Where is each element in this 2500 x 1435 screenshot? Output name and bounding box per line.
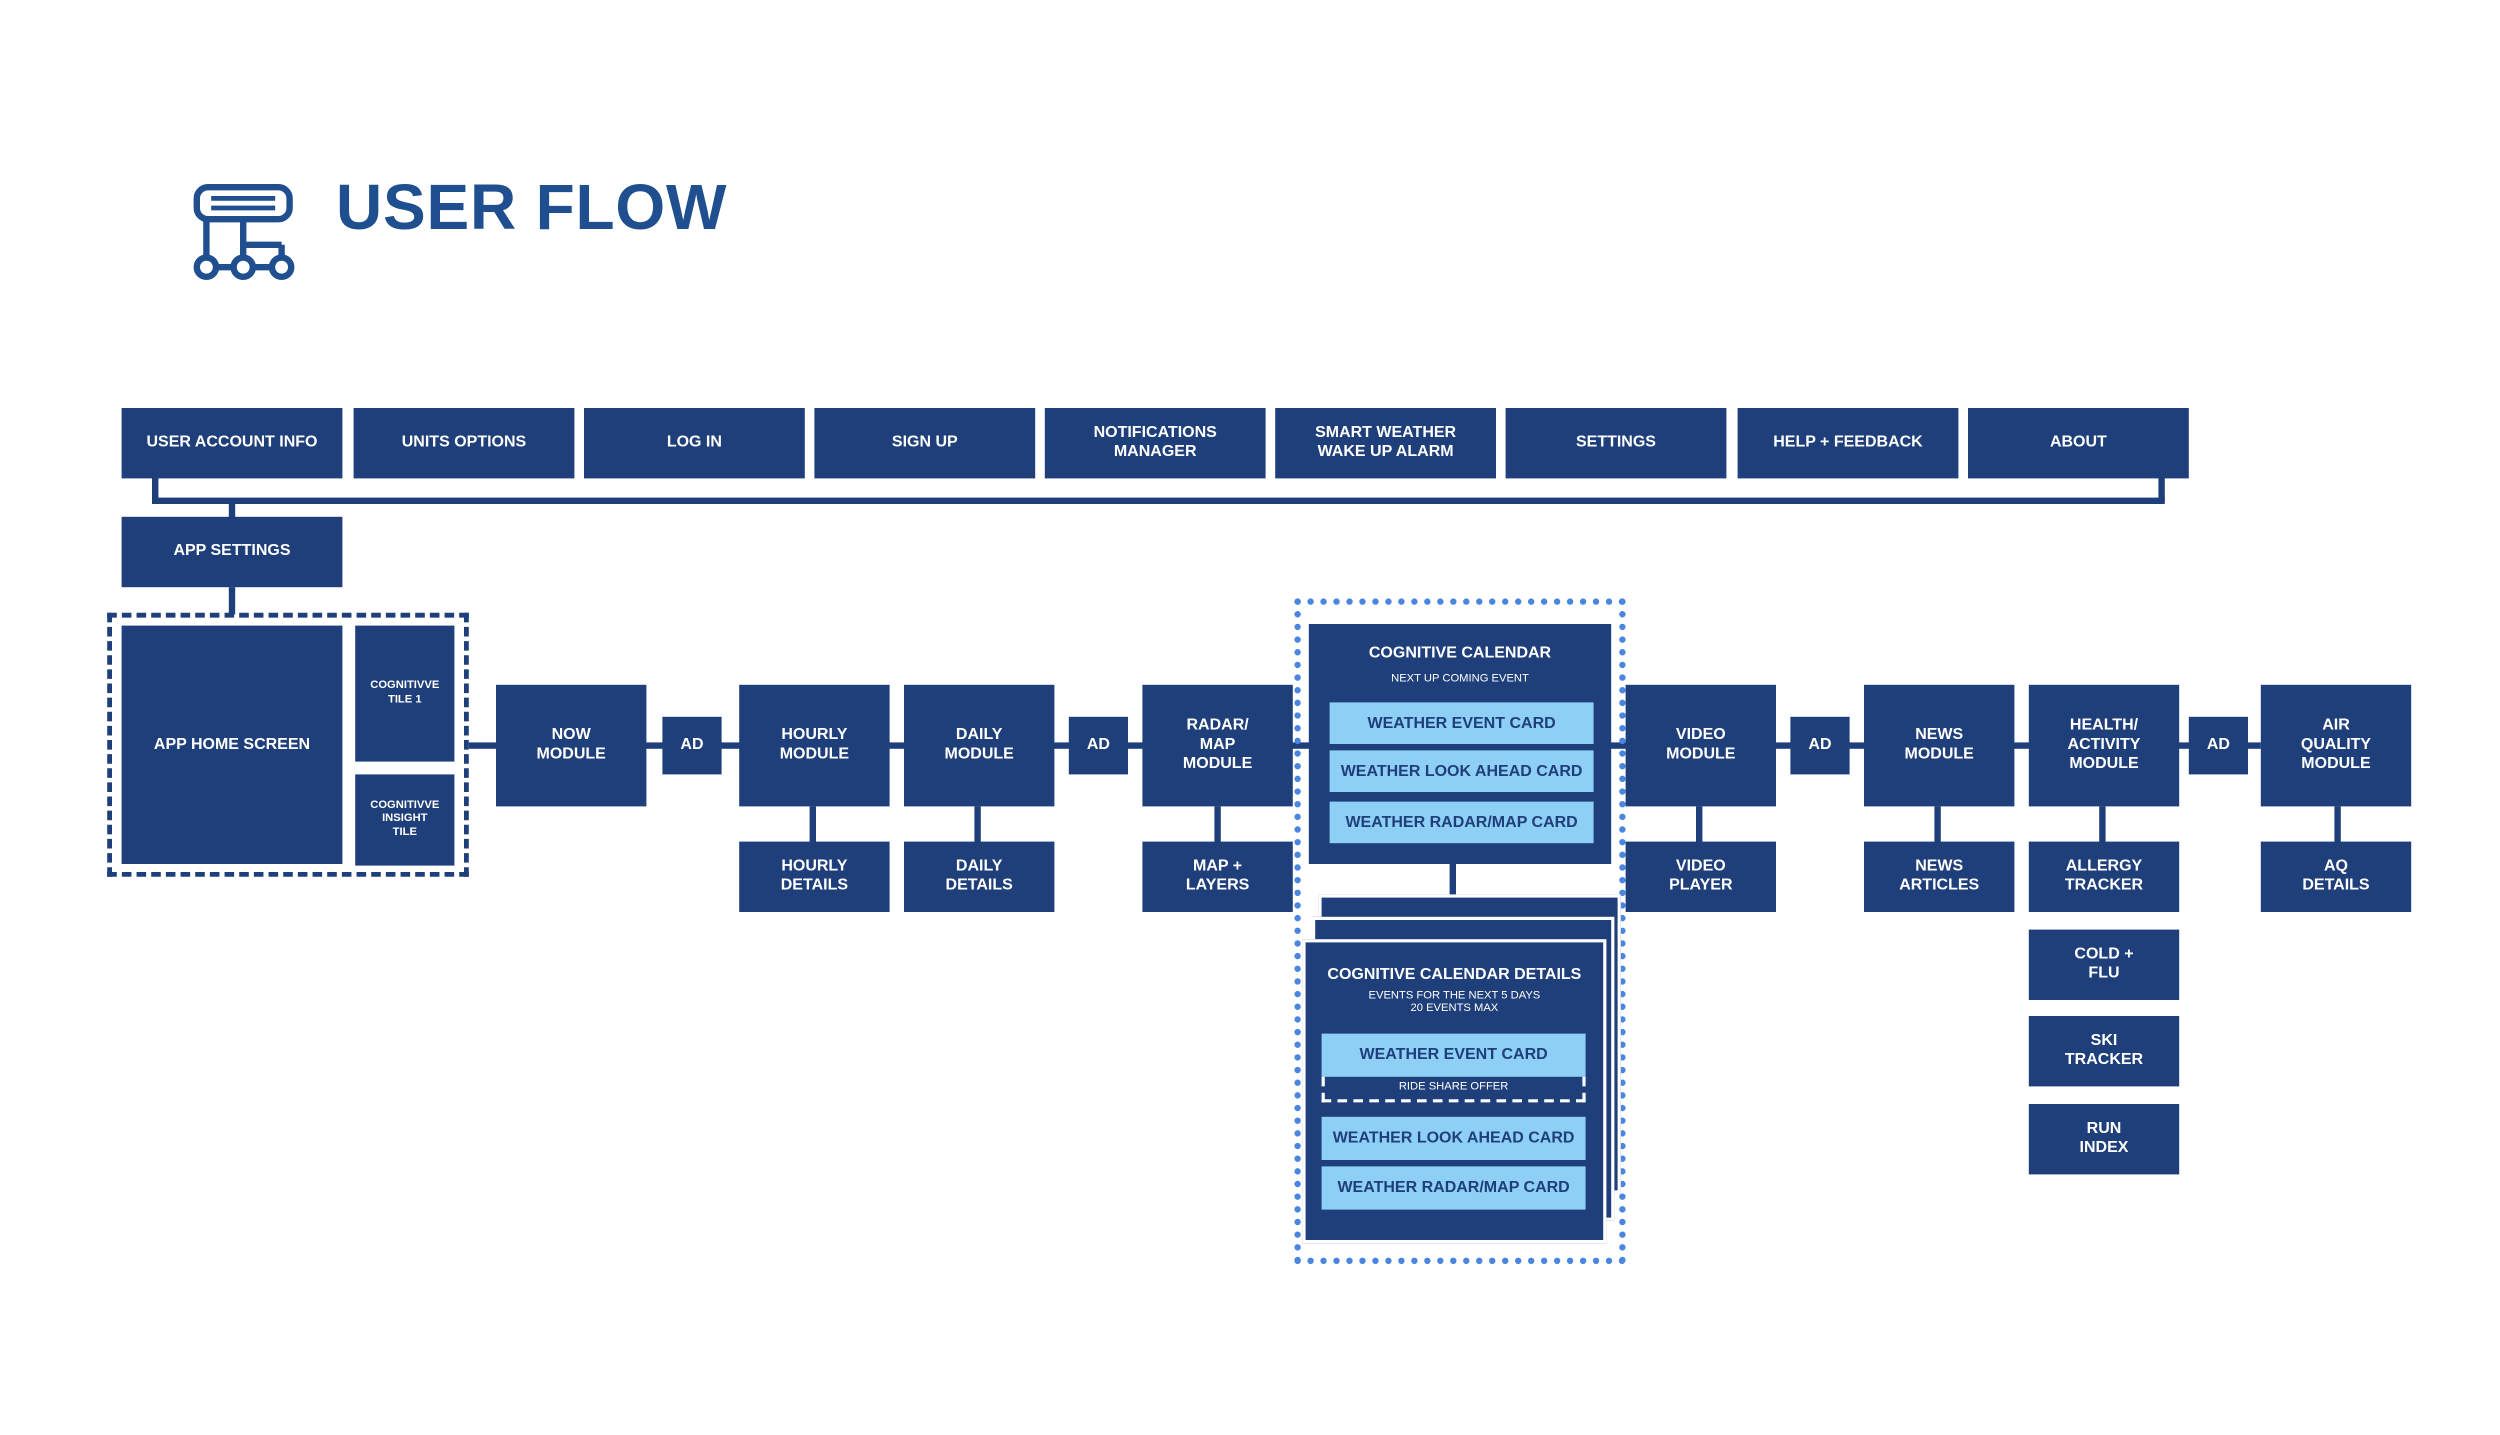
app-home-screen-box[interactable]: APP HOME SCREEN [121,625,343,864]
aq-details-box[interactable]: AQ DETAILS [2260,841,2412,912]
units-options-box[interactable]: UNITS OPTIONS [353,408,575,479]
video-player-box[interactable]: VIDEO PLAYER [1625,841,1776,912]
connector [974,806,981,844]
ad-box[interactable]: AD [1068,716,1128,775]
map-layers-box[interactable]: MAP + LAYERS [1142,841,1293,912]
radar-map-module-box[interactable]: RADAR/ MAP MODULE [1142,684,1293,807]
page-title: USER FLOW [336,172,728,244]
notifications-manager-box[interactable]: NOTIFICATIONS MANAGER [1044,408,1266,479]
details-weather-look-ahead-card[interactable]: WEATHER LOOK AHEAD CARD [1321,1116,1586,1160]
ad-box[interactable]: AD [2188,716,2248,775]
details-weather-radar-map-card[interactable]: WEATHER RADAR/MAP CARD [1321,1166,1586,1210]
connector [809,806,816,844]
about-box[interactable]: ABOUT [1968,408,2189,479]
news-module-box[interactable]: NEWS MODULE [1864,684,2015,807]
app-settings-box[interactable]: APP SETTINGS [121,516,343,588]
news-articles-box[interactable]: NEWS ARTICLES [1864,841,2015,912]
connector [2334,806,2341,844]
calendar-group-outline [1294,598,1626,1264]
log-in-box[interactable]: LOG IN [584,408,805,479]
weather-radar-map-card[interactable]: WEATHER RADAR/MAP CARD [1329,801,1594,844]
ride-share-offer[interactable] [1321,1076,1586,1103]
video-module-box[interactable]: VIDEO MODULE [1625,684,1776,807]
calendar-details-title: COGNITIVE CALENDAR DETAILS [1327,966,1582,984]
weather-event-card[interactable]: WEATHER EVENT CARD [1329,702,1594,744]
weather-look-ahead-card[interactable]: WEATHER LOOK AHEAD CARD [1329,750,1594,792]
cognitive-calendar-title: COGNITIVE CALENDAR [1368,644,1552,663]
daily-module-box[interactable]: DAILY MODULE [904,684,1055,807]
hourly-module-box[interactable]: HOURLY MODULE [739,684,890,807]
hourly-details-box[interactable]: HOURLY DETAILS [739,841,890,912]
connector [228,587,236,615]
sign-up-box[interactable]: SIGN UP [814,408,1036,479]
ad-box[interactable]: AD [662,716,722,775]
connector [1934,806,1941,844]
cognitive-insight-tile-box[interactable]: COGNITIVVE INSIGHT TILE [355,774,455,866]
ride-share-offer-label: RIDE SHARE OFFER [1398,1081,1509,1093]
connector [1449,864,1456,900]
home-group-outline [107,612,469,877]
details-weather-event-card[interactable]: WEATHER EVENT CARD [1321,1033,1586,1077]
connector [228,500,236,519]
settings-bus-line [152,497,2165,504]
smart-weather-alarm-box[interactable]: SMART WEATHER WAKE UP ALARM [1275,408,1496,479]
daily-details-box[interactable]: DAILY DETAILS [904,841,1055,912]
user-account-info-box[interactable]: USER ACCOUNT INFO [121,408,343,479]
ski-tracker-box[interactable]: SKI TRACKER [2028,1016,2180,1087]
settings-box[interactable]: SETTINGS [1505,408,1727,479]
connector [2158,476,2165,501]
connector [2099,806,2106,844]
help-feedback-box[interactable]: HELP + FEEDBACK [1737,408,1959,479]
health-activity-module-box[interactable]: HEALTH/ ACTIVITY MODULE [2028,684,2180,807]
allergy-tracker-box[interactable]: ALLERGY TRACKER [2028,841,2180,912]
cognitive-calendar-subtitle: NEXT UP COMING EVENT [1391,673,1529,685]
connector [1696,806,1703,844]
ad-box[interactable]: AD [1790,716,1850,775]
run-index-box[interactable]: RUN INDEX [2028,1104,2180,1175]
calendar-details-subtitle: EVENTS FOR THE NEXT 5 DAYS 20 EVENTS MAX [1368,990,1541,1016]
user-flow-icon [193,184,295,281]
cold-flu-box[interactable]: COLD + FLU [2028,929,2180,1000]
now-module-box[interactable]: NOW MODULE [496,684,647,807]
connector [152,476,159,501]
cognitive-tile-1-box[interactable]: COGNITIVVE TILE 1 [355,625,455,762]
air-quality-module-box[interactable]: AIR QUALITY MODULE [2260,684,2412,807]
connector [1214,806,1221,844]
